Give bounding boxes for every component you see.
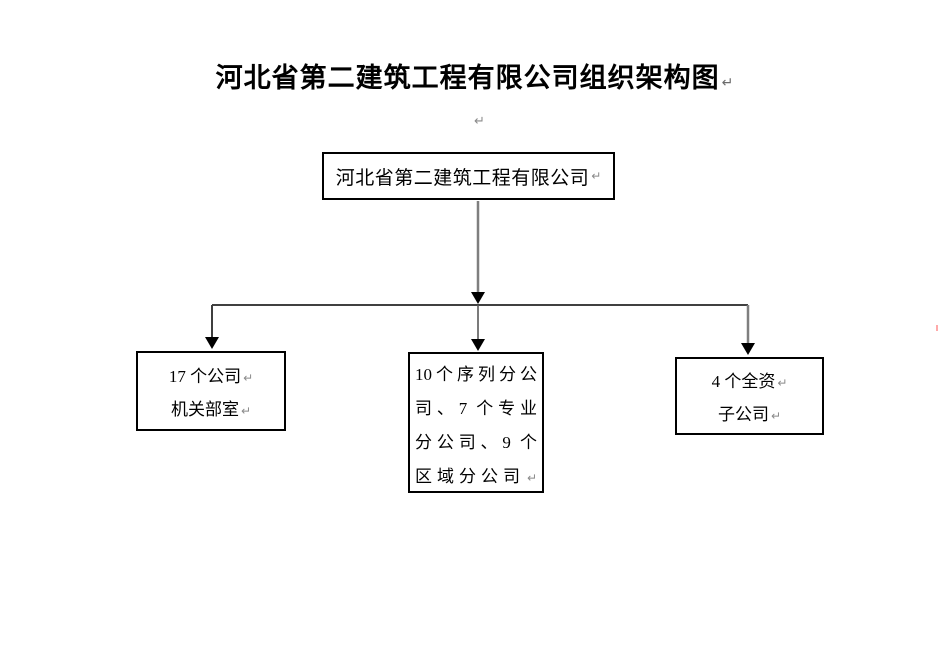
org-box-line: 17 个公司↵ xyxy=(138,361,284,394)
paragraph-mark-icon: ↵ xyxy=(243,371,254,385)
org-box-text: 子公司 xyxy=(717,405,769,424)
org-box-line: 4 个全资↵ xyxy=(677,366,822,399)
connector-bus-to-left xyxy=(205,305,219,349)
org-box-text: 区域分公司 xyxy=(415,467,525,486)
org-box-company-offices[interactable]: 17 个公司↵ 机关部室↵ xyxy=(136,351,286,431)
connector-root-to-bus xyxy=(471,201,485,304)
page-title: 河北省第二建筑工程有限公司组织架构图↵ xyxy=(0,60,949,101)
org-box-line: 机关部室↵ xyxy=(138,394,284,427)
connector-bus-to-right xyxy=(741,305,755,355)
org-box-line: 分公司、9 个 xyxy=(415,426,537,460)
paragraph-mark-icon: ↵ xyxy=(770,409,782,423)
org-box-text: 司、7 个专业 xyxy=(415,399,537,418)
paragraph-mark-icon: ↵ xyxy=(777,376,788,390)
paragraph-mark-icon: ↵ xyxy=(240,404,252,418)
org-box-text: 10个序列分公 xyxy=(415,365,537,384)
org-box-line: 司、7 个专业 xyxy=(415,392,537,426)
org-box-text: 17 个公司 xyxy=(168,367,242,386)
paragraph-mark-icon: ↵ xyxy=(721,75,734,91)
org-box-line: 区域分公司↵ xyxy=(415,460,537,495)
org-box-text: 分公司、9 个 xyxy=(415,433,537,452)
org-box-subsidiaries[interactable]: 4 个全资↵ 子公司↵ xyxy=(675,357,824,435)
paragraph-mark-icon: ↵ xyxy=(591,169,602,183)
org-box-branch-companies[interactable]: 10个序列分公 司、7 个专业 分公司、9 个 区域分公司↵ xyxy=(408,352,544,493)
org-box-root[interactable]: 河北省第二建筑工程有限公司↵ xyxy=(322,152,615,200)
org-box-text: 机关部室 xyxy=(170,400,239,419)
connector-bus-to-middle xyxy=(471,305,485,351)
org-box-line: 10个序列分公 xyxy=(415,358,537,392)
org-box-root-label: 河北省第二建筑工程有限公司 xyxy=(335,167,590,189)
page-title-text: 河北省第二建筑工程有限公司组织架构图 xyxy=(215,63,720,93)
paragraph-mark-icon: ↵ xyxy=(474,114,485,129)
org-box-text: 4 个全资 xyxy=(711,372,776,391)
paragraph-mark-icon: ↵ xyxy=(526,471,537,485)
org-box-line: 子公司↵ xyxy=(677,399,822,432)
stray-pink-mark xyxy=(936,325,938,331)
